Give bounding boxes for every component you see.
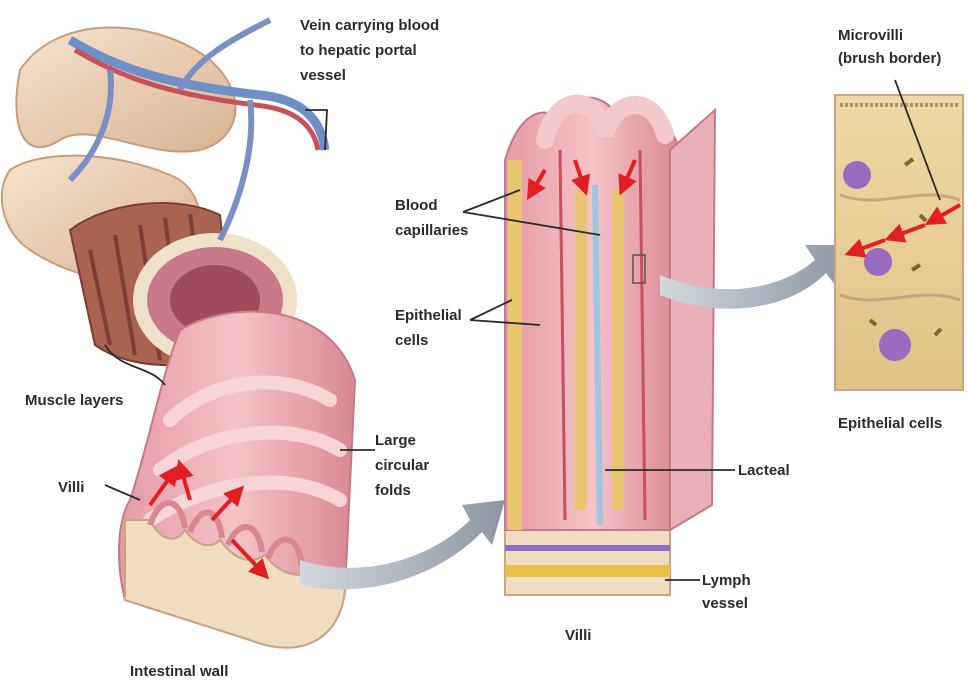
epithelial-column-right xyxy=(612,190,624,510)
label-microvilli-line1: Microvilli xyxy=(838,27,903,44)
label-vein-line1: Vein carrying blood xyxy=(300,17,439,34)
label-folds-line2: circular xyxy=(375,457,429,474)
label-lymph-line1: Lymph xyxy=(702,572,751,589)
label-vein-line3: vessel xyxy=(300,67,346,84)
label-villi-left: Villi xyxy=(58,479,84,496)
label-villi-caption: Villi xyxy=(565,627,591,644)
label-epithelial-mid-line1: Epithelial xyxy=(395,307,462,324)
label-epithelial-mid-line2: cells xyxy=(395,332,428,349)
submucosa-base xyxy=(505,530,670,595)
blood-vessel-band xyxy=(505,545,670,551)
label-vein-line2: to hepatic portal xyxy=(300,42,417,59)
label-microvilli-line2: (brush border) xyxy=(838,50,941,67)
villus-side-panel xyxy=(670,110,715,530)
epithelial-cells-illustration xyxy=(835,95,963,390)
nucleus-2 xyxy=(864,248,892,276)
label-folds-line3: folds xyxy=(375,482,411,499)
label-muscle-layers: Muscle layers xyxy=(25,392,123,409)
label-capillaries-line2: capillaries xyxy=(395,222,468,239)
label-capillaries-line1: Blood xyxy=(395,197,438,214)
lymph-vessel-band xyxy=(505,565,670,577)
villus-outer xyxy=(505,98,680,531)
label-folds-line1: Large xyxy=(375,432,416,449)
nucleus-3 xyxy=(879,329,911,361)
label-epithelial-right: Epithelial cells xyxy=(838,415,942,432)
epithelial-column-left xyxy=(508,160,522,530)
epithelial-column-center xyxy=(575,190,587,510)
label-lymph-line2: vessel xyxy=(702,595,748,612)
villi-block-illustration xyxy=(505,98,715,596)
label-lacteal: Lacteal xyxy=(738,462,790,479)
intestine-illustration xyxy=(2,20,355,648)
nucleus-1 xyxy=(843,161,871,189)
label-intestinal-wall: Intestinal wall xyxy=(130,663,228,680)
